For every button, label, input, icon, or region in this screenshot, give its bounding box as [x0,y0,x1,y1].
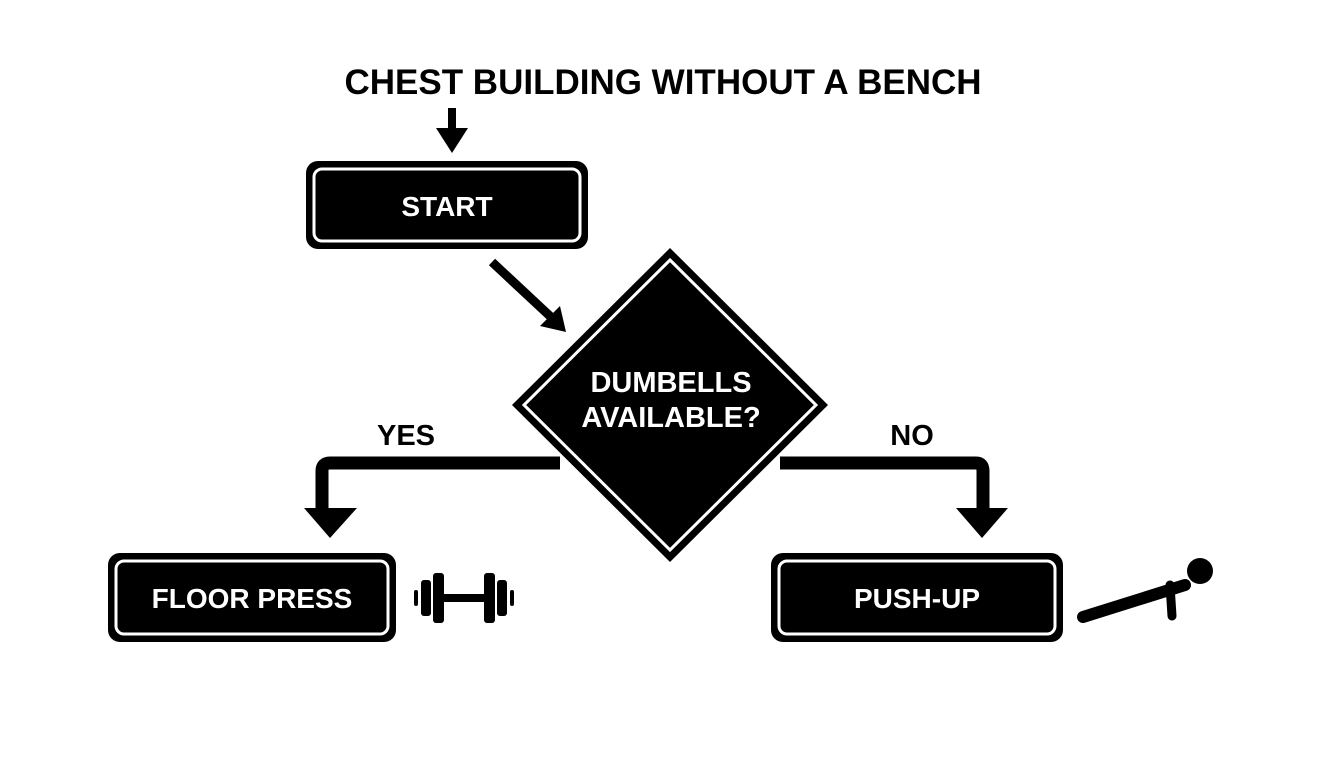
start-label: START [401,191,492,222]
arrow-title-to-start [436,108,468,153]
push-up-figure-icon [1077,558,1213,623]
arrow-no-branch [780,456,1008,538]
floor-press-label: FLOOR PRESS [152,583,353,614]
start-node: START [306,161,588,249]
arrow-start-to-decision [488,258,566,332]
no-branch-label: NO [890,420,934,452]
decision-label-line1: DUMBELLS [590,367,751,399]
push-up-node: PUSH-UP [771,553,1063,642]
arrow-yes-branch [304,456,560,538]
yes-branch-label: YES [377,420,435,452]
push-up-label: PUSH-UP [854,583,980,614]
decision-label-line2: AVAILABLE? [581,402,760,434]
floor-press-node: FLOOR PRESS [108,553,396,642]
decision-node: DUMBELLS AVAILABLE? [512,248,828,562]
dumbbell-icon [414,573,514,623]
diagram-title: CHEST BUILDING WITHOUT A BENCH [344,63,981,102]
